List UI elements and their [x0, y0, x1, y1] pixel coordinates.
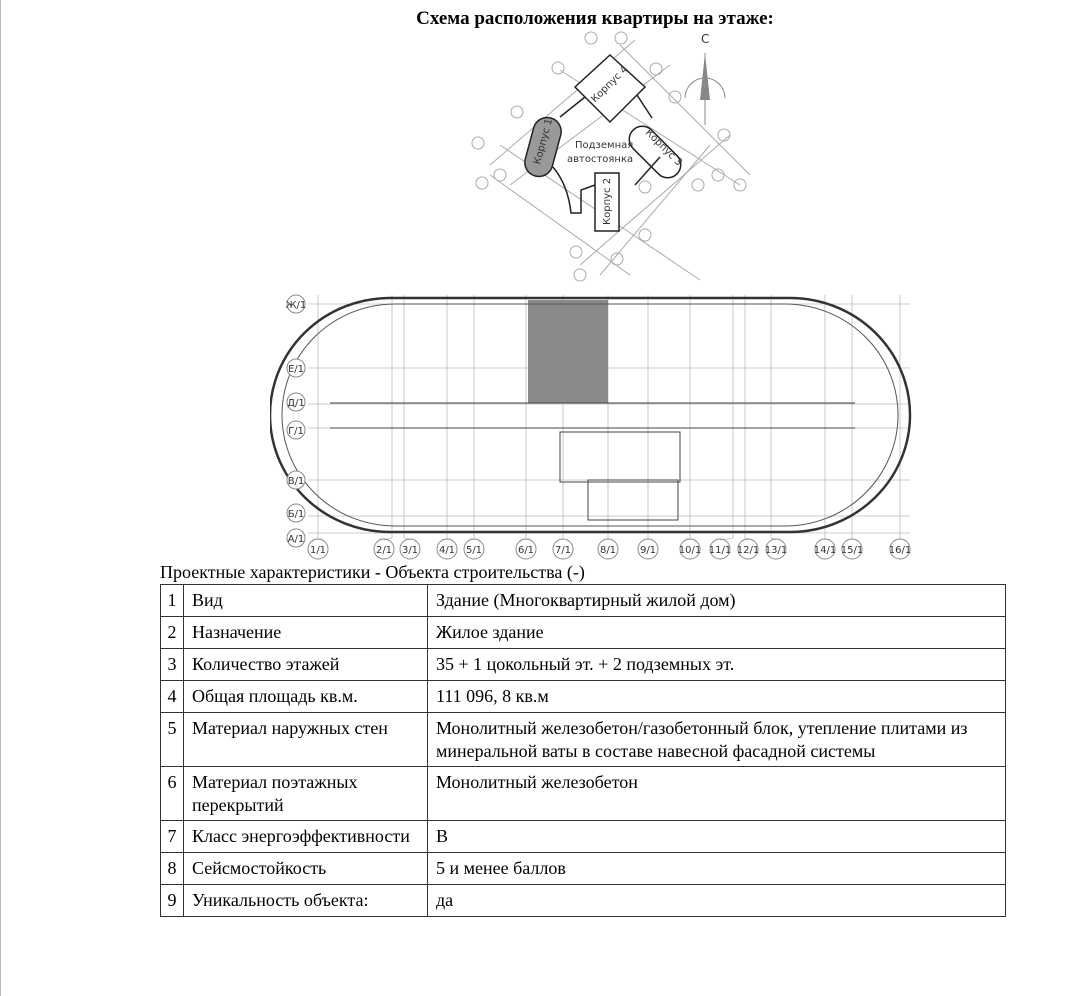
column-axis-label: 2/1: [376, 545, 392, 556]
axis-bubble: [515, 538, 537, 560]
row-key: Количество этажей: [183, 648, 428, 681]
column-axis-label: 8/1: [600, 545, 616, 556]
axis-bubble: [286, 392, 306, 412]
column-axis-label: 7/1: [555, 545, 571, 556]
axis-bubble: [307, 538, 329, 560]
column-axis-label: 1/1: [310, 545, 326, 556]
row-value: да: [427, 884, 1006, 917]
axis-bubble: [286, 420, 306, 440]
section-heading: Схема расположения квартиры на этаже:: [416, 8, 774, 29]
column-axis-label: 12/1: [737, 545, 759, 556]
row-axis-label: Е/1: [288, 364, 304, 375]
row-axis-label: В/1: [288, 476, 305, 487]
column-axis-label: 4/1: [439, 545, 455, 556]
column-axis-label: 6/1: [518, 545, 534, 556]
column-axis-label: 9/1: [640, 545, 656, 556]
row-key: Класс энергоэффективности: [183, 820, 428, 853]
row-key: Вид: [183, 584, 428, 617]
row-axis-label: Ж/1: [286, 300, 307, 311]
row-axis-label: А/1: [288, 534, 305, 545]
row-value: Монолитный железобетон: [427, 766, 1006, 821]
axis-bubble: [597, 538, 619, 560]
parking-label-2: автостоянка: [567, 154, 633, 165]
row-number: 3: [160, 648, 184, 681]
row-number: 9: [160, 884, 184, 917]
row-value: Монолитный железобетон/газобетонный блок…: [427, 712, 1006, 767]
building-1: [524, 116, 562, 178]
page-edge: [0, 0, 1, 996]
row-number: 5: [160, 712, 184, 767]
row-number: 7: [160, 820, 184, 853]
axis-bubble: [286, 503, 306, 523]
north-arrow-icon: [684, 53, 726, 125]
row-axis-label: Б/1: [288, 509, 305, 520]
floor-plan: Ж/1Е/1Д/1Г/1В/1Б/1А/1 1/1 2/1 3/1 4/1 5/1 6/1 7…: [270, 294, 912, 560]
row-value: 35 + 1 цокольный эт. + 2 подземных эт.: [427, 648, 1006, 681]
column-axis-label: 5/1: [466, 545, 482, 556]
table-caption: Проектные характеристики - Объекта строи…: [160, 562, 585, 582]
axis-bubble: [286, 528, 306, 548]
axis-bubble: [286, 470, 306, 490]
axis-bubble: [679, 538, 701, 560]
axis-bubble: [637, 538, 659, 560]
building-2-label: Корпус 2: [602, 178, 613, 225]
axis-bubble: [373, 538, 395, 560]
column-axis-label: 13/1: [765, 545, 787, 556]
row-key: Материал наружных стен: [183, 712, 428, 767]
column-axis-label: 15/1: [841, 545, 863, 556]
row-number: 2: [160, 616, 184, 649]
column-axis-label: 14/1: [814, 545, 836, 556]
row-number: 6: [160, 766, 184, 821]
column-axis-label: 16/1: [889, 545, 911, 556]
row-value: Здание (Многоквартирный жилой дом): [427, 584, 1006, 617]
axis-bubble: [552, 538, 574, 560]
building-outline: [270, 296, 912, 534]
axis-bubble: [814, 538, 836, 560]
row-axis-label: Д/1: [287, 398, 305, 409]
row-key: Материал поэтажных перекрытий: [183, 766, 428, 821]
row-axis-label: Г/1: [288, 426, 304, 437]
building-4: [573, 53, 647, 124]
row-number: 4: [160, 680, 184, 713]
row-key: Назначение: [183, 616, 428, 649]
building-3: [628, 125, 682, 179]
column-axis-label: 10/1: [679, 545, 701, 556]
north-label: С: [701, 32, 709, 46]
building-2: [594, 172, 620, 232]
axis-bubble: [436, 538, 458, 560]
row-key: Сейсмостойкость: [183, 852, 428, 885]
axis-bubble: [889, 538, 911, 560]
parking-label: Подземная: [575, 140, 633, 151]
row-key: Общая площадь кв.м.: [183, 680, 428, 713]
row-value: Жилое здание: [427, 616, 1006, 649]
site-plan: Корпус 1 Корпус 2 Корпус 3 Корпус 4 Подз…: [471, 31, 751, 282]
highlighted-apartment: [528, 300, 608, 403]
axis-bubble: [399, 538, 421, 560]
row-value: 111 096, 8 кв.м: [427, 680, 1006, 713]
axis-bubble: [463, 538, 485, 560]
column-axis-label: 11/1: [709, 545, 731, 556]
axis-bubble: [765, 538, 787, 560]
axis-bubble: [286, 358, 306, 378]
row-key: Уникальность объекта:: [183, 884, 428, 917]
row-value: 5 и менее баллов: [427, 852, 1006, 885]
axis-bubble: [737, 538, 759, 560]
column-axis-label: 3/1: [402, 545, 418, 556]
row-number: 1: [160, 584, 184, 617]
row-number: 8: [160, 852, 184, 885]
axis-bubble: [841, 538, 863, 560]
axis-bubble: [286, 294, 306, 314]
row-value: В: [427, 820, 1006, 853]
axis-bubble: [709, 538, 731, 560]
